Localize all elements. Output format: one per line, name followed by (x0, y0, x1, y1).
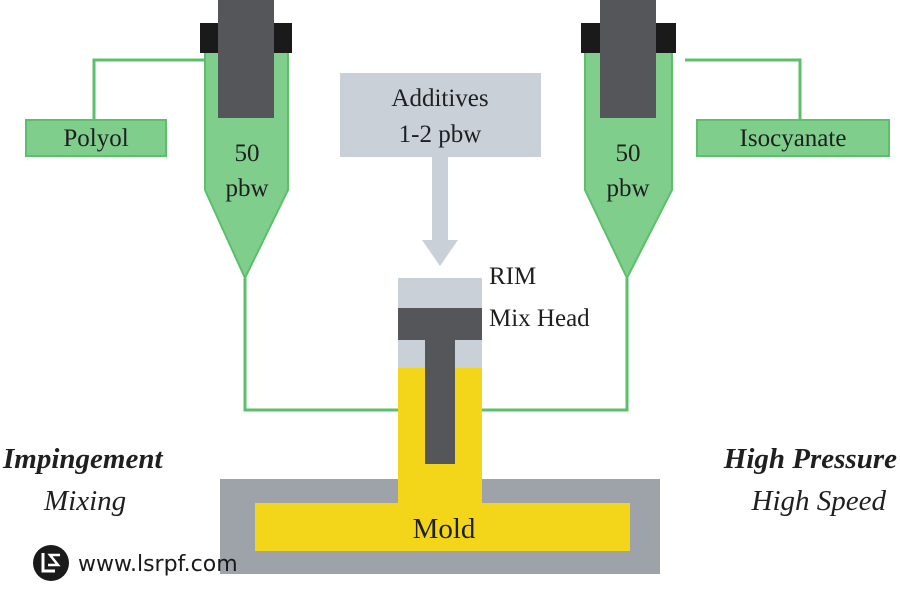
watermark: www.lsrpf.com (33, 545, 238, 581)
polyol-box (25, 119, 167, 157)
right-tank: 50 pbw (581, 0, 676, 281)
isocyanate-label: Isocyanate (740, 125, 847, 152)
right-outlet-pipe (482, 278, 629, 412)
right-tank-unit: pbw (606, 175, 649, 202)
rim-mix-head (398, 278, 482, 508)
right-tank-piston (600, 0, 656, 118)
polyol-feed-pipe (92, 58, 205, 120)
left-tank: 50 pbw (200, 0, 292, 281)
left-outlet-pipe (243, 278, 400, 412)
additives-arrow (422, 157, 458, 266)
mold-label: Mold (413, 513, 476, 545)
mix-head-label-line2: Mix Head (489, 305, 590, 332)
watermark-url: www.lsrpf.com (78, 552, 238, 577)
polyol-label: Polyol (63, 125, 128, 152)
mix-head-piston-rod (425, 338, 455, 464)
additives-label: Additives (391, 85, 488, 112)
right-tank-amount: 50 (616, 140, 641, 167)
left-tank-amount: 50 (235, 140, 260, 167)
mold-cavity (255, 503, 630, 551)
right-caption-line1: High Pressure (723, 443, 897, 475)
feed-pipes (92, 58, 802, 412)
isocyanate-feed-pipe (685, 58, 802, 120)
mix-head-label-line1: RIM (489, 263, 536, 290)
left-tank-piston (218, 0, 274, 118)
left-tank-unit: pbw (225, 175, 268, 202)
mix-head-piston-cap (398, 308, 482, 340)
additives-box (340, 73, 541, 157)
left-caption-line1: Impingement (2, 443, 163, 475)
mix-head-top (398, 278, 482, 310)
additives-amount: 1-2 pbw (399, 121, 482, 148)
right-caption-line2: High Speed (751, 485, 887, 517)
isocyanate-box (696, 119, 890, 157)
left-caption-line2: Mixing (43, 485, 126, 517)
lsrpf-logo-icon (33, 545, 69, 581)
